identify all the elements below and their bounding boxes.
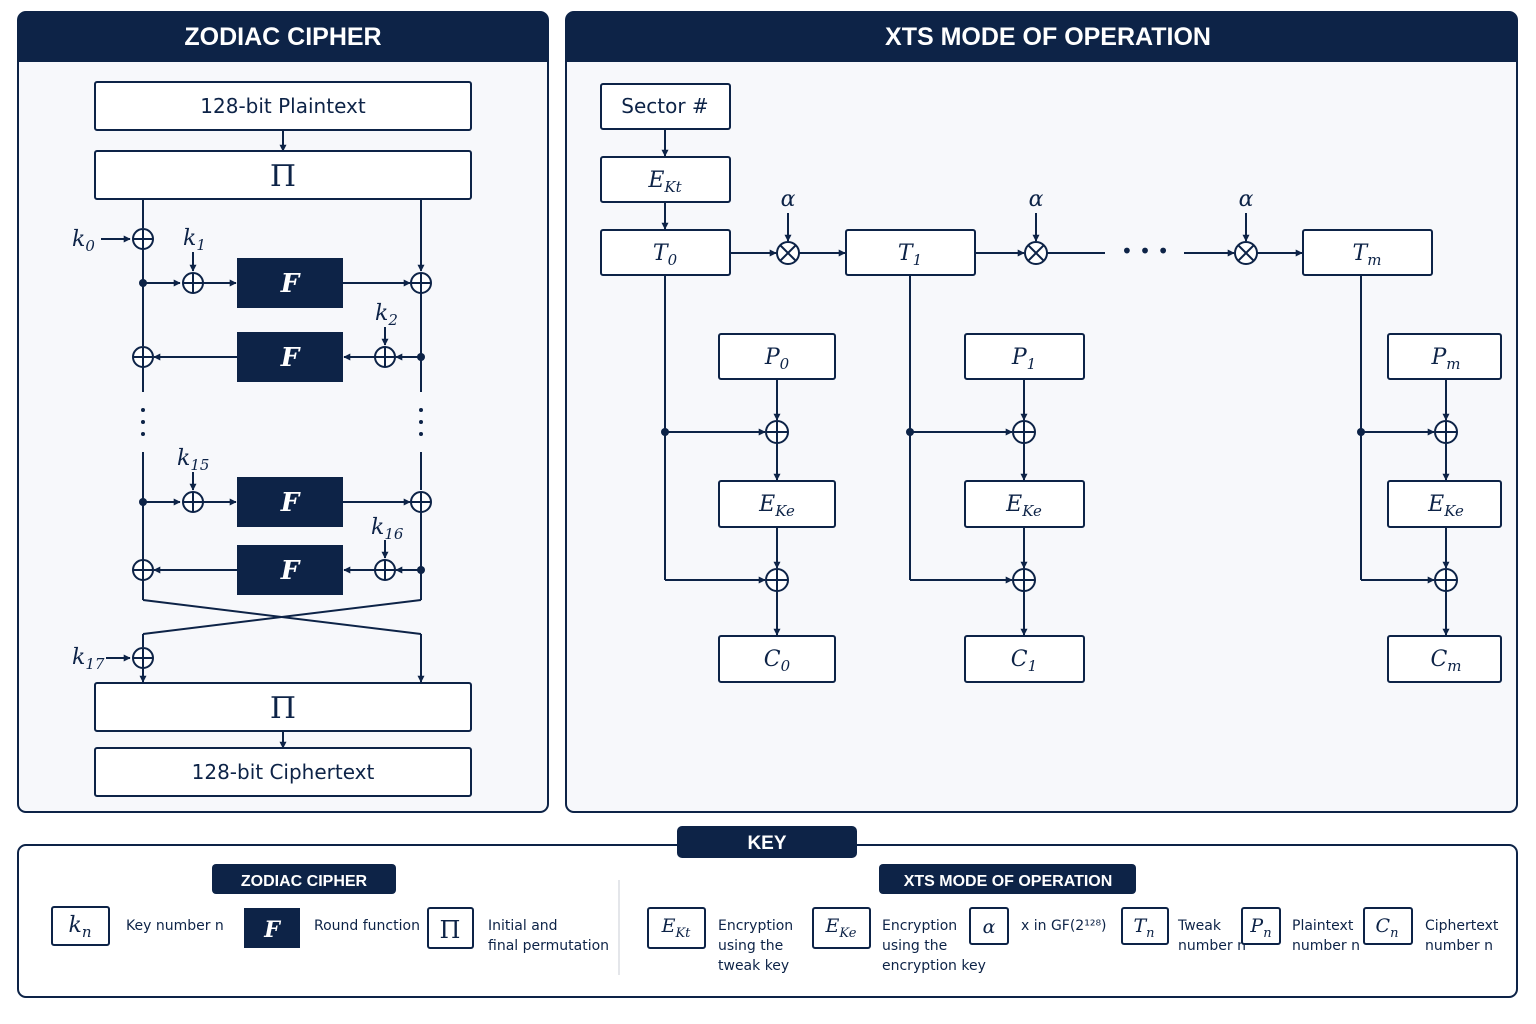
- zodiac-panel: ZODIAC CIPHER 128-bit Plaintext Π k0 k1 …: [17, 11, 549, 813]
- ciphertext-label-1: C1: [1011, 647, 1037, 675]
- legend-ekt-desc-3: tweak key: [718, 958, 789, 974]
- zodiac-title: ZODIAC CIPHER: [184, 23, 381, 51]
- legend-f-desc: Round function: [314, 918, 420, 934]
- legend-f-symbol: F: [263, 917, 281, 943]
- legend-cn-desc-1: Ciphertext: [1425, 918, 1499, 934]
- alpha-label-2: α: [1029, 187, 1044, 212]
- legend-kn-box: [51, 906, 110, 946]
- legend-alpha-desc: x in GF(2¹²⁸): [1021, 918, 1107, 934]
- round-function-box-16: [237, 545, 343, 595]
- legend-ekt-box: [647, 907, 706, 949]
- alpha-label-3: α: [1239, 187, 1254, 212]
- initial-permutation-box: [94, 150, 472, 200]
- round-function-box-1: [237, 258, 343, 308]
- legend-pn-desc-1: Plaintext: [1292, 918, 1354, 934]
- legend-alpha-symbol: α: [983, 916, 996, 938]
- legend-ekt-desc-1: Encryption: [718, 918, 793, 934]
- legend-eke-desc-1: Encryption: [882, 918, 957, 934]
- ellipsis: • • •: [1121, 239, 1169, 263]
- legend-ekt-desc-2: using the: [718, 938, 783, 954]
- ciphertext-label: 128-bit Ciphertext: [192, 760, 375, 784]
- xts-title: XTS MODE OF OPERATION: [885, 23, 1211, 51]
- ciphertext-box-0: [718, 635, 836, 683]
- legend-pn-box: [1241, 907, 1281, 945]
- final-permutation-symbol: Π: [270, 691, 296, 726]
- encryption-box-m: [1387, 480, 1502, 528]
- legend-kn-desc: Key number n: [126, 918, 224, 934]
- legend-f-box: [244, 908, 300, 948]
- legend-cn-desc-2: number n: [1425, 938, 1493, 954]
- legend-pi-desc-2: final permutation: [488, 938, 609, 954]
- legend-tn-desc-1: Tweak: [1177, 918, 1222, 934]
- ciphertext-box-1: [964, 635, 1085, 683]
- key-zodiac-title: ZODIAC CIPHER: [241, 873, 368, 890]
- tweak-label-0: T0: [653, 241, 678, 269]
- tweak-box-m: [1302, 229, 1433, 276]
- plaintext-box-m: [1387, 333, 1502, 380]
- legend-eke-box: [812, 907, 871, 949]
- xts-panel: XTS MODE OF OPERATION Sector # EKt T0 α …: [565, 11, 1518, 813]
- sector-label: Sector #: [621, 94, 708, 118]
- legend-eke-desc-3: encryption key: [882, 958, 986, 974]
- round-function-symbol: F: [280, 269, 301, 299]
- key-title-badge: [677, 826, 857, 858]
- round-function-symbol: F: [280, 556, 301, 586]
- legend-alpha-box: [969, 907, 1009, 945]
- ciphertext-box: [94, 747, 472, 797]
- legend-tn-desc-2: number n: [1178, 938, 1246, 954]
- legend-pi-symbol: Π: [440, 916, 461, 944]
- plaintext-label: 128-bit Plaintext: [200, 94, 366, 118]
- round-function-symbol: F: [280, 488, 301, 518]
- key-title: KEY: [747, 833, 786, 854]
- legend-pi-box: [427, 907, 474, 949]
- initial-permutation-symbol: Π: [270, 159, 296, 194]
- round-function-box-15: [237, 477, 343, 527]
- ciphertext-box-m: [1387, 635, 1502, 683]
- legend-tn-box: [1121, 907, 1169, 945]
- round-function-symbol: F: [280, 343, 301, 373]
- legend-eke-desc-2: using the: [882, 938, 947, 954]
- round-function-box-2: [237, 332, 343, 382]
- legend-pi-desc-1: Initial and: [488, 918, 558, 934]
- key-xts-title: XTS MODE OF OPERATION: [904, 873, 1113, 890]
- key-panel: KEY ZODIAC CIPHER XTS MODE OF OPERATION …: [17, 826, 1518, 998]
- legend-cn-box: [1363, 907, 1413, 945]
- alpha-label-1: α: [781, 187, 796, 212]
- legend-pn-desc-2: number n: [1292, 938, 1360, 954]
